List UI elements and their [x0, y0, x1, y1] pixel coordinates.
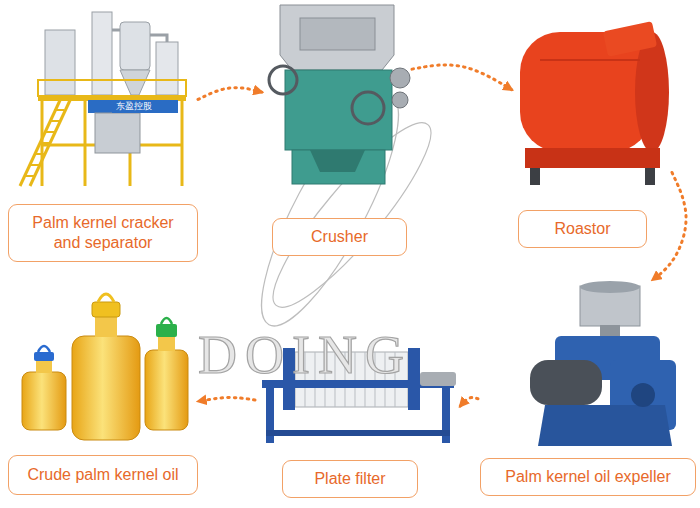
process-step: Crusher [262, 0, 412, 256]
oil-bottles-part [98, 294, 114, 302]
cracker-separator-machine-part [120, 22, 150, 70]
cracker-separator-machine-part [42, 101, 182, 186]
expeller-machine-part [538, 405, 672, 446]
cracker-separator-machine-part [88, 100, 178, 113]
crusher-machine-part [269, 66, 297, 94]
flow-arrow [198, 88, 262, 100]
roaster-machine-part [603, 21, 657, 57]
label-box: Palm kernel cracker and separator [8, 204, 198, 262]
crusher-machine-part [390, 68, 410, 88]
label-box: Palm kernel oil expeller [480, 458, 696, 496]
crusher-machine-part [280, 5, 394, 70]
roaster-machine [520, 21, 669, 185]
cracker-separator-machine-part [92, 12, 112, 95]
plate-filter-machine-part [266, 430, 450, 436]
cracker-separator-machine-part [156, 42, 178, 95]
cracker-separator-machine-part [24, 110, 64, 176]
step-label: Palm kernel cracker and separator [17, 213, 189, 253]
flow-arrow [412, 65, 512, 90]
oil-bottles-part [145, 350, 188, 430]
cracker-separator-machine-part [112, 30, 167, 42]
oil-bottles [22, 294, 188, 440]
flow-arrow [652, 172, 686, 280]
expeller-machine [530, 281, 676, 446]
crusher-machine-part [292, 150, 385, 184]
cracker-separator-machine-part-part [24, 175, 34, 177]
process-step: Palm kernel oil expeller [478, 280, 696, 496]
crusher-machine [269, 5, 410, 184]
label-box: Crusher [272, 218, 407, 256]
label-box: Plate filter [282, 460, 418, 498]
step-label: Palm kernel oil expeller [505, 467, 670, 487]
crusher-machine-part [300, 18, 375, 50]
expeller-machine-part [631, 383, 655, 407]
step-label: Roastor [554, 219, 610, 239]
label-box: Roastor [518, 210, 647, 248]
flow-arrow [198, 398, 255, 402]
roaster-machine-part [525, 148, 660, 168]
step-label: Plate filter [314, 469, 385, 489]
cracker-separator-machine-part [95, 113, 140, 153]
oil-bottles-part [72, 336, 140, 440]
watermark: DOING [198, 328, 412, 382]
cracker-separator-machine [20, 12, 186, 186]
oil-bottles-part [95, 316, 117, 337]
step-label: Crusher [311, 227, 368, 247]
cracker-separator-machine-part-part [29, 164, 39, 166]
process-step: Roastor [512, 12, 672, 248]
machine-sign: 东盈控股 [112, 100, 156, 113]
oil-bottles-part [36, 360, 52, 373]
oil-bottles-part [38, 346, 50, 352]
step-label: Crude palm kernel oil [27, 465, 178, 485]
expeller-machine-part [580, 281, 640, 293]
crusher-machine-part [392, 92, 408, 108]
flow-arrow [460, 398, 478, 407]
cracker-separator-machine-part-part [44, 131, 54, 133]
oil-bottles-part [92, 302, 120, 317]
expeller-machine-part [530, 360, 602, 405]
cracker-separator-machine-part [38, 80, 186, 96]
roaster-machine-part [540, 59, 640, 61]
process-step: Palm kernel cracker and separator [8, 8, 198, 262]
process-step: Crude palm kernel oil [8, 296, 198, 495]
crusher-machine-part [352, 92, 384, 124]
cracker-separator-machine-part [120, 70, 150, 95]
cracker-separator-machine-part [45, 30, 75, 95]
plate-filter-machine-part [420, 372, 456, 386]
oil-bottles-part [22, 372, 66, 430]
oil-bottles-part [161, 318, 172, 324]
oil-bottles-part [34, 352, 54, 361]
cracker-separator-machine-part [30, 96, 72, 186]
oil-bottles-part [156, 324, 177, 337]
cracker-separator-machine-part-part [54, 109, 64, 111]
crusher-machine-part [285, 70, 392, 150]
label-box: Crude palm kernel oil [8, 455, 198, 495]
oil-bottles-part [158, 336, 175, 351]
cracker-separator-machine-part-part [49, 120, 59, 122]
crusher-machine-part [310, 150, 365, 172]
